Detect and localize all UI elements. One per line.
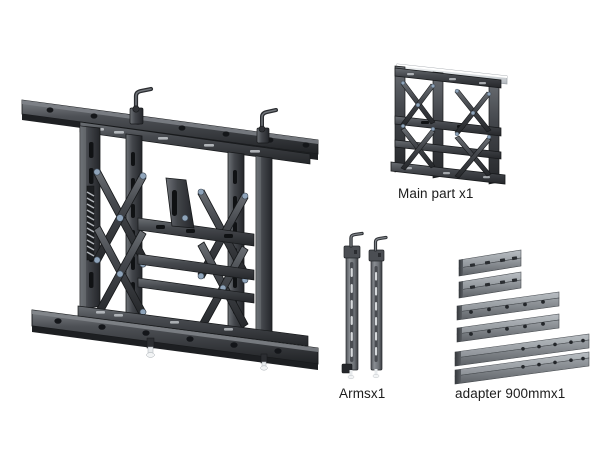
main-part-bottom-bar bbox=[390, 161, 506, 185]
full-assembly-illustration bbox=[18, 78, 348, 371]
main-part-top-bar bbox=[394, 67, 502, 89]
adapter-bar-3 bbox=[456, 291, 560, 321]
center-bracket-plate bbox=[165, 177, 195, 229]
adapter-bar-1 bbox=[458, 249, 522, 277]
scissor-x-brace-left bbox=[93, 168, 147, 320]
main-part-caption: Main part x1 bbox=[398, 186, 474, 201]
main-part-svg bbox=[390, 63, 508, 185]
cross-member-bottom bbox=[137, 277, 255, 304]
arms-illustration bbox=[338, 231, 394, 382]
adapter-bar-4 bbox=[456, 313, 560, 343]
release-lever-left bbox=[129, 86, 154, 125]
full-assembly-svg bbox=[21, 86, 319, 371]
cross-member-lower bbox=[137, 253, 255, 281]
bottom-rail bbox=[31, 309, 319, 370]
cross-member-upper bbox=[137, 217, 255, 247]
adapter-bar-2 bbox=[458, 271, 522, 299]
main-part-x-brace-right bbox=[454, 88, 492, 179]
arms-svg bbox=[341, 231, 388, 379]
adjust-screw-right bbox=[260, 353, 268, 371]
arm-right bbox=[368, 235, 388, 378]
arm-left bbox=[341, 231, 364, 379]
adapter-bar-6 bbox=[454, 351, 590, 385]
release-lever-right bbox=[256, 108, 278, 144]
main-part-x-brace-left bbox=[400, 80, 436, 171]
main-part-illustration bbox=[383, 48, 513, 185]
bottom-inner-rail bbox=[77, 305, 309, 347]
adapter-caption: adapter 900mmx1 bbox=[455, 386, 566, 401]
adapter-bars-svg bbox=[454, 249, 590, 385]
vertical-column-right bbox=[255, 155, 273, 337]
adjust-screw-left bbox=[146, 337, 155, 358]
adapter-bars-illustration bbox=[454, 248, 595, 385]
adapter-bar-5 bbox=[454, 333, 590, 367]
bottom-rail-holes bbox=[54, 318, 282, 354]
arms-caption: Armsx1 bbox=[339, 386, 386, 401]
coil-spring-left bbox=[86, 185, 95, 261]
